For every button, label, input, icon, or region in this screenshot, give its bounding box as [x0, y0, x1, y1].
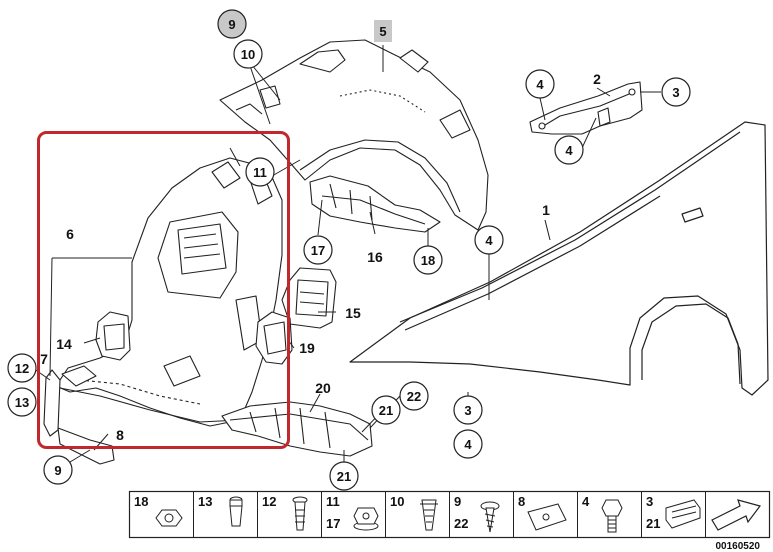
inner-liner-6 — [55, 157, 283, 427]
panel-14 — [95, 311, 131, 361]
label-7: 7 — [40, 351, 48, 367]
svg-text:10: 10 — [241, 47, 255, 62]
label-16: 16 — [367, 249, 383, 265]
legend-label-22: 22 — [454, 516, 468, 531]
svg-text:4: 4 — [565, 143, 573, 158]
legend-label-9: 9 — [454, 494, 461, 509]
svg-text:3: 3 — [672, 85, 679, 100]
svg-text:5: 5 — [379, 24, 386, 39]
hex-nut-icon — [155, 509, 183, 527]
svg-text:9: 9 — [54, 463, 61, 478]
spring-clip-icon — [665, 499, 701, 529]
callout-5-shaded: 5 — [374, 20, 392, 42]
legend-label-13: 13 — [198, 494, 212, 509]
svg-text:3: 3 — [464, 403, 471, 418]
callout-17: 17 — [303, 235, 333, 265]
legend-label-4: 4 — [582, 494, 590, 509]
svg-text:21: 21 — [337, 469, 351, 484]
callout-18: 18 — [413, 245, 443, 275]
legend-label-12: 12 — [262, 494, 276, 509]
front-fender-1 — [349, 121, 769, 396]
svg-text:9: 9 — [228, 17, 235, 32]
callout-3-top: 3 — [661, 77, 691, 107]
bracket-15 — [281, 267, 337, 329]
callout-4-top: 4 — [525, 69, 555, 99]
svg-text:4: 4 — [536, 77, 544, 92]
svg-text:20: 20 — [315, 380, 331, 396]
svg-text:2: 2 — [593, 71, 601, 87]
svg-text:14: 14 — [56, 336, 72, 352]
callout-10: 10 — [233, 39, 263, 69]
svg-text:19: 19 — [299, 340, 315, 356]
svg-text:6: 6 — [66, 226, 74, 242]
svg-text:4: 4 — [485, 233, 493, 248]
svg-text:22: 22 — [407, 389, 421, 404]
legend-label-21: 21 — [646, 516, 660, 531]
svg-text:18: 18 — [421, 253, 435, 268]
wheel-arch-liner-5 — [219, 39, 489, 231]
spreading-rivet-icon — [292, 496, 308, 531]
legend-label-8: 8 — [518, 494, 525, 509]
hex-bolt-icon — [601, 499, 623, 533]
legend-label-3: 3 — [646, 494, 653, 509]
callout-3-fender: 3 — [453, 395, 483, 425]
legend-label-11: 11 — [326, 494, 340, 509]
highlight-frame — [37, 131, 290, 449]
label-20: 20 — [315, 380, 331, 396]
legend-label-17: 17 — [326, 516, 340, 531]
callout-12: 12 — [7, 353, 37, 383]
label-1: 1 — [542, 202, 550, 218]
callout-4-bracket: 4 — [554, 135, 584, 165]
svg-text:12: 12 — [15, 361, 29, 376]
label-2: 2 — [593, 71, 601, 87]
label-6: 6 — [66, 226, 74, 242]
bracket-2 — [529, 81, 643, 135]
legend-label-18: 18 — [134, 494, 148, 509]
svg-text:21: 21 — [379, 403, 393, 418]
svg-text:11: 11 — [253, 165, 267, 180]
flange-nut-icon — [353, 507, 379, 531]
sheet-nut-icon — [527, 503, 567, 531]
callout-13: 13 — [7, 387, 37, 417]
callout-22: 22 — [399, 381, 429, 411]
expanding-rivet-icon — [229, 496, 243, 527]
callout-11: 11 — [245, 157, 275, 187]
callout-21-bottom: 21 — [329, 461, 359, 491]
legend-label-10: 10 — [390, 494, 404, 509]
label-8: 8 — [116, 427, 124, 443]
callout-4-fender: 4 — [474, 225, 504, 255]
callouts: 9 10 11 4 2 3 4 5 1 4 6 17 16 18 15 14 1… — [7, 9, 691, 491]
label-14: 14 — [56, 336, 72, 352]
label-19: 19 — [299, 340, 315, 356]
svg-text:4: 4 — [464, 437, 472, 452]
callout-4-fender-low: 4 — [453, 429, 483, 459]
svg-text:15: 15 — [345, 305, 361, 321]
callout-9-shaded: 9 — [217, 9, 247, 39]
plastic-expansion-nut-icon — [420, 499, 438, 531]
document-id: 00160520 — [716, 541, 761, 552]
svg-text:8: 8 — [116, 427, 124, 443]
svg-text:17: 17 — [311, 243, 325, 258]
label-15: 15 — [345, 305, 361, 321]
svg-text:7: 7 — [40, 351, 48, 367]
arrow-shim-icon — [711, 499, 762, 531]
svg-text:16: 16 — [367, 249, 383, 265]
svg-text:1: 1 — [542, 202, 550, 218]
trim-7 — [43, 369, 61, 437]
callout-21-right: 21 — [371, 395, 401, 425]
callout-9-bottom: 9 — [43, 455, 73, 485]
bracket-16 — [309, 175, 441, 233]
self-tapping-screw-icon — [480, 501, 500, 533]
fastener-legend: 18 13 12 11 17 10 9 — [128, 490, 771, 552]
svg-text:13: 13 — [15, 395, 29, 410]
